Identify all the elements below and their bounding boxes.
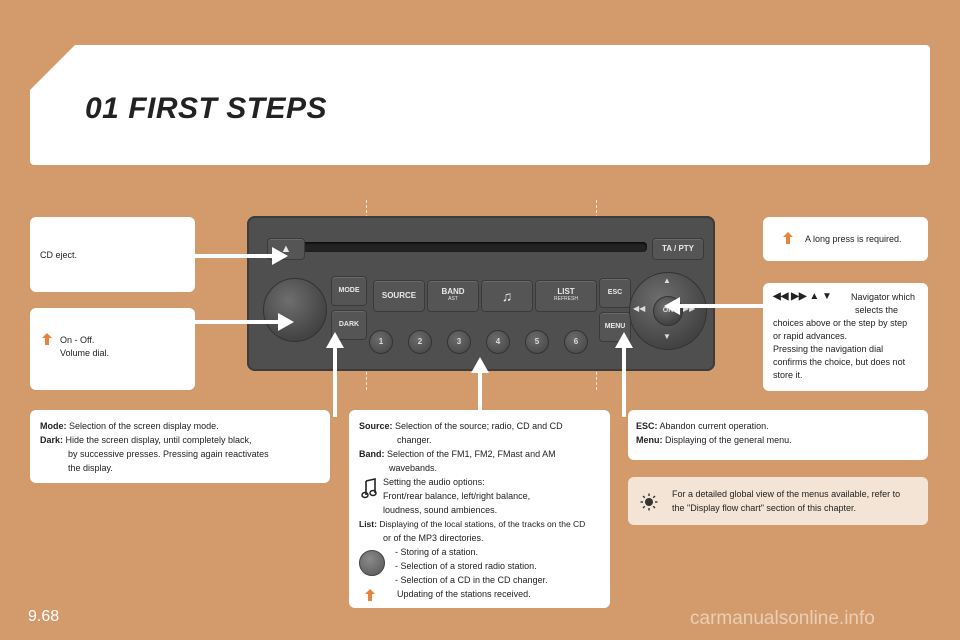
preset-button-4[interactable]: 4 bbox=[486, 330, 510, 354]
source-button[interactable]: SOURCE bbox=[373, 280, 425, 312]
arrowhead-icon bbox=[615, 332, 633, 348]
navigator-card: ◀◀ ▶▶ ▲ ▼ Navigator which selects the ch… bbox=[763, 283, 928, 391]
tip-line-2: the "Display flow chart" section of this… bbox=[672, 503, 856, 513]
preset-button-3[interactable]: 3 bbox=[447, 330, 471, 354]
mode-label: Mode: bbox=[40, 421, 67, 431]
band-label: Band: bbox=[359, 449, 385, 459]
navigator-line-3: choices above or the step by step bbox=[773, 318, 908, 328]
preset-line-2: - Selection of a stored radio station. bbox=[395, 561, 537, 571]
nav-left-icon[interactable]: ◀◀ bbox=[633, 304, 646, 313]
arrowhead-icon bbox=[278, 313, 294, 331]
ta-pty-button[interactable]: TA / PTY bbox=[652, 238, 704, 260]
nav-down-icon[interactable]: ▼ bbox=[663, 332, 671, 341]
mode-button[interactable]: MODE bbox=[331, 276, 367, 306]
navigator-line-6: confirms the choice, but does not bbox=[773, 357, 906, 367]
light-bulb-icon bbox=[640, 493, 658, 511]
dark-text-1: Hide the screen display, until completel… bbox=[65, 435, 252, 445]
list-sub-text: REFRESH bbox=[554, 296, 578, 302]
esc-button[interactable]: ESC bbox=[599, 278, 631, 308]
onoff-text: On - Off. bbox=[60, 335, 95, 345]
list-label-text: LIST bbox=[557, 287, 575, 296]
arrow-mode bbox=[333, 345, 337, 417]
source-text-2: changer. bbox=[397, 435, 432, 445]
warning-hand-icon bbox=[42, 333, 52, 345]
volume-knob[interactable] bbox=[263, 278, 327, 342]
source-card: Source: Selection of the source; radio, … bbox=[349, 410, 610, 608]
arrow-volume bbox=[195, 320, 285, 324]
nav-right-icon[interactable]: ▶▶ bbox=[683, 304, 696, 313]
mode-dark-card: Mode: Selection of the screen display mo… bbox=[30, 410, 330, 483]
cd-slot bbox=[297, 242, 647, 252]
arrowhead-icon bbox=[471, 357, 489, 373]
navigator-line-1: Navigator which bbox=[851, 292, 916, 302]
navigator-symbols: ◀◀ ▶▶ ▲ ▼ bbox=[773, 291, 832, 302]
list-text-2: or of the MP3 directories. bbox=[383, 533, 484, 543]
onoff-card: On - Off. Volume dial. bbox=[30, 308, 195, 390]
arrowhead-icon bbox=[664, 297, 680, 315]
esc-text: Abandon current operation. bbox=[659, 421, 769, 431]
band-label-text: BAND bbox=[441, 287, 465, 296]
list-button[interactable]: LIST REFRESH bbox=[535, 280, 597, 312]
preset-button-5[interactable]: 5 bbox=[525, 330, 549, 354]
menu-label: Menu: bbox=[636, 435, 663, 445]
arrow-esc bbox=[622, 345, 626, 417]
preset-button-2[interactable]: 2 bbox=[408, 330, 432, 354]
watermark: carmanualsonline.info bbox=[690, 608, 875, 629]
arrow-cd-eject bbox=[195, 254, 283, 258]
preset-button-1[interactable]: 1 bbox=[369, 330, 393, 354]
arrowhead-icon bbox=[272, 247, 288, 265]
page-title: 01 FIRST STEPS bbox=[85, 92, 328, 125]
audio-text-2: Front/rear balance, left/right balance, bbox=[383, 491, 531, 501]
audio-button[interactable]: ♫ bbox=[481, 280, 533, 312]
band-button[interactable]: BAND AST bbox=[427, 280, 479, 312]
arrow-source bbox=[478, 370, 482, 410]
audio-text-1: Setting the audio options: bbox=[383, 477, 485, 487]
radio-unit: ▲ TA / PTY MODE DARK SOURCE BAND AST ♫ L… bbox=[247, 216, 715, 371]
long-press-text: A long press is required. bbox=[805, 234, 902, 244]
dark-text-2: by successive presses. Pressing again re… bbox=[68, 449, 269, 459]
cd-eject-card: CD eject. bbox=[30, 217, 195, 292]
page-number: 9.68 bbox=[28, 608, 60, 625]
navigator-line-5: Pressing the navigation dial bbox=[773, 344, 884, 354]
music-note-icon bbox=[361, 478, 377, 499]
esc-menu-card: ESC: Abandon current operation. Menu: Di… bbox=[628, 410, 928, 460]
volume-text: Volume dial. bbox=[60, 348, 110, 358]
esc-label: ESC: bbox=[636, 421, 658, 431]
band-text-2: wavebands. bbox=[389, 463, 438, 473]
warning-hand-icon bbox=[365, 589, 375, 601]
arrow-navigator bbox=[676, 304, 764, 308]
long-press-card: A long press is required. bbox=[763, 217, 928, 261]
header-panel bbox=[30, 45, 930, 165]
navigator-line-2: selects the bbox=[855, 305, 899, 315]
arrowhead-icon bbox=[326, 332, 344, 348]
preset-button-6[interactable]: 6 bbox=[564, 330, 588, 354]
preset-line-4: Updating of the stations received. bbox=[397, 589, 531, 599]
menu-text: Displaying of the general menu. bbox=[665, 435, 792, 445]
nav-up-icon[interactable]: ▲ bbox=[663, 276, 671, 285]
preset-line-1: - Storing of a station. bbox=[395, 547, 479, 557]
preset-line-3: - Selection of a CD in the CD changer. bbox=[395, 575, 548, 585]
audio-text-3: loudness, sound ambiences. bbox=[383, 505, 498, 515]
dark-button[interactable]: DARK bbox=[331, 310, 367, 340]
navigator-line-7: store it. bbox=[773, 370, 803, 380]
warning-hand-icon bbox=[783, 232, 793, 244]
cd-eject-text: CD eject. bbox=[40, 250, 78, 260]
list-text-1: Displaying of the local stations, of the… bbox=[379, 519, 586, 529]
tip-line-1: For a detailed global view of the menus … bbox=[672, 489, 901, 499]
mode-text: Selection of the screen display mode. bbox=[69, 421, 219, 431]
source-label: Source: bbox=[359, 421, 393, 431]
list-label: List: bbox=[359, 519, 377, 529]
dark-text-3: the display. bbox=[68, 463, 113, 473]
dark-label: Dark: bbox=[40, 435, 64, 445]
band-text-1: Selection of the FM1, FM2, FMast and AM bbox=[387, 449, 556, 459]
source-text-1: Selection of the source; radio, CD and C… bbox=[395, 421, 563, 431]
navigator-line-4: or rapid advances. bbox=[773, 331, 848, 341]
preset-button-icon bbox=[359, 550, 385, 576]
band-sub-text: AST bbox=[448, 296, 458, 302]
tip-card: For a detailed global view of the menus … bbox=[628, 477, 928, 525]
